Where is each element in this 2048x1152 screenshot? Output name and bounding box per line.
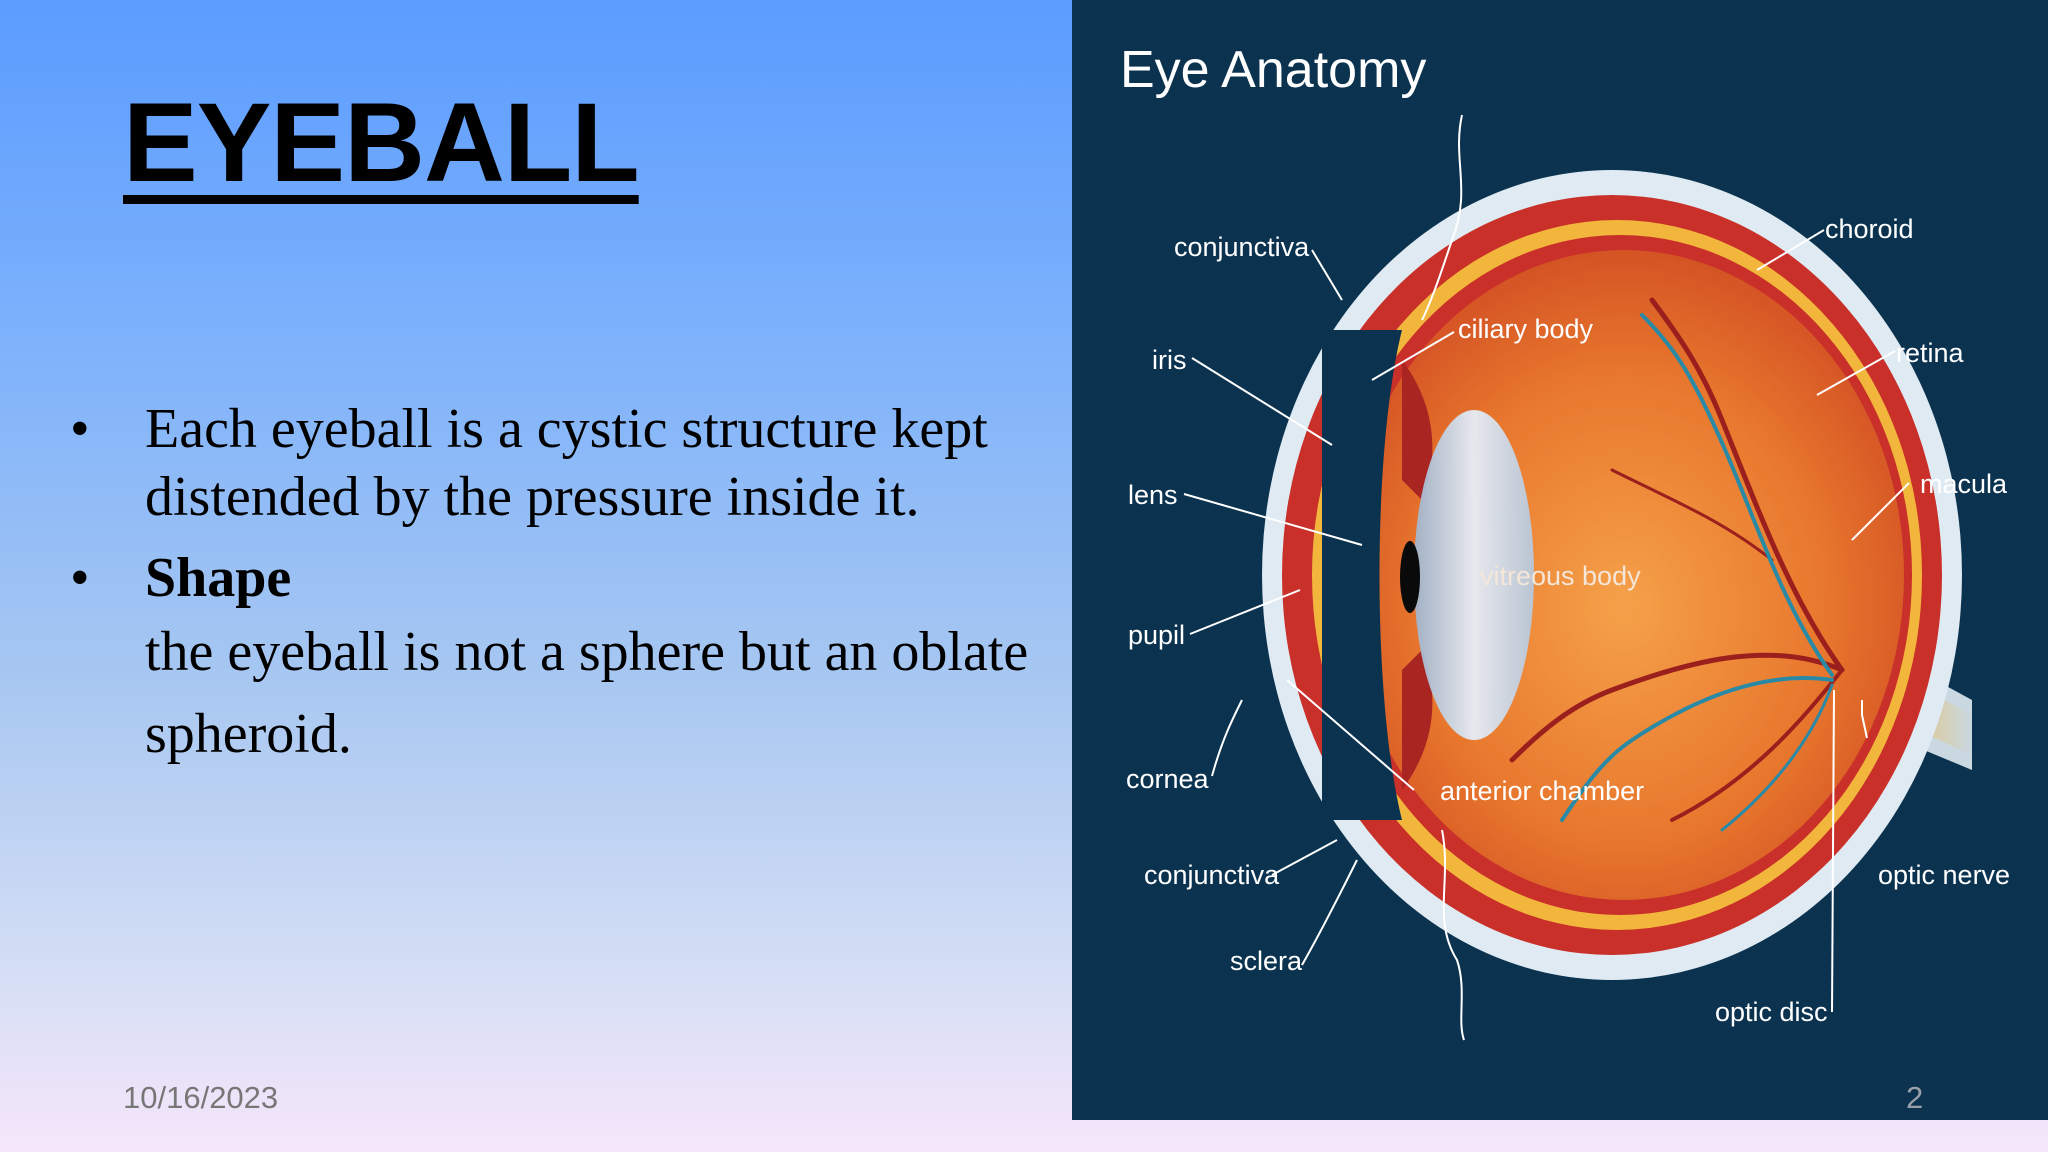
ciliary-body-shape (1402, 360, 1433, 790)
bullet-heading: Shape (145, 547, 292, 609)
diagram-title: Eye Anatomy (1120, 41, 1426, 99)
bullet-marker: • (70, 398, 90, 460)
label-pupil: pupil (1128, 620, 1185, 650)
bullet-list: • Each eyeball is a cystic structure kep… (70, 395, 1030, 775)
label-lens: lens (1128, 480, 1178, 510)
label-anterior-chamber: anterior chamber (1440, 776, 1644, 806)
conjunctiva-bottom-line (1441, 829, 1465, 1041)
label-iris: iris (1152, 345, 1187, 375)
bullet-item: • Shape the eyeball is not a sphere but … (70, 544, 1030, 775)
label-leaders (1183, 229, 1910, 1013)
blood-vessels (1509, 297, 1845, 832)
eye-anatomy-diagram: Eye Anatomy conjunctiva iris lens pupil … (1120, 41, 2010, 1041)
slide-title: EYEBALL (123, 80, 640, 205)
bullet-item: • Each eyeball is a cystic structure kep… (70, 395, 1030, 531)
label-macula: macula (1920, 469, 2008, 499)
label-optic-disc: optic disc (1715, 997, 1828, 1027)
label-ciliary-body: ciliary body (1458, 314, 1594, 344)
label-conjunctiva-bottom: conjunctiva (1144, 860, 1280, 890)
label-optic-nerve: optic nerve (1878, 860, 2010, 890)
anterior-chamber-shape (1322, 330, 1402, 820)
label-choroid: choroid (1825, 214, 1914, 244)
bullet-text: Each eyeball is a cystic structure kept … (145, 398, 988, 528)
pupil-shape (1400, 541, 1420, 613)
label-sclera: sclera (1230, 946, 1303, 976)
lens-shape (1414, 410, 1534, 740)
page-number: 2 (1906, 1080, 1924, 1115)
label-retina: retina (1896, 338, 1965, 368)
slide-date: 10/16/2023 (123, 1080, 279, 1115)
bullet-marker: • (70, 547, 90, 609)
label-cornea: cornea (1126, 764, 1210, 794)
label-vitreous-body: vitreous body (1480, 561, 1641, 591)
bullet-text: the eyeball is not a sphere but an oblat… (145, 621, 1029, 765)
conjunctiva-top-line (1421, 114, 1463, 321)
label-conjunctiva-top: conjunctiva (1174, 232, 1310, 262)
